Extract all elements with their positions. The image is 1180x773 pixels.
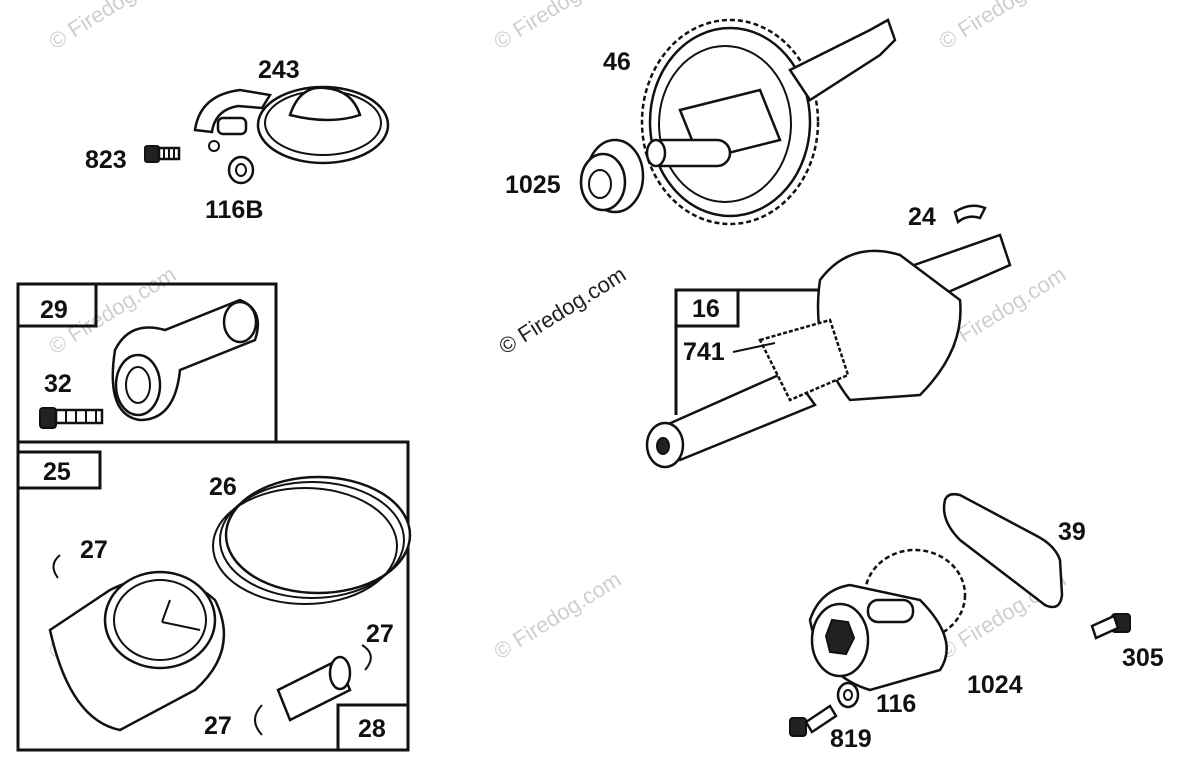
part-819-bolt xyxy=(789,704,838,737)
part-243-breather xyxy=(193,85,390,165)
callout-819: 819 xyxy=(830,725,872,753)
callout-16: 16 xyxy=(692,295,720,323)
callout-243: 243 xyxy=(258,56,300,84)
callout-29: 29 xyxy=(40,296,68,324)
callout-39: 39 xyxy=(1058,518,1086,546)
watermark: © Firedog.com xyxy=(44,0,180,54)
callout-27-right: 27 xyxy=(366,620,394,648)
part-24-key xyxy=(953,204,987,225)
callout-305: 305 xyxy=(1122,644,1164,672)
part-27-retainers xyxy=(52,554,372,736)
part-25-piston xyxy=(48,570,226,732)
callout-27-bottom: 27 xyxy=(204,712,232,740)
callout-1024: 1024 xyxy=(967,671,1023,699)
part-823-screw xyxy=(144,145,181,163)
part-32-bolt xyxy=(39,407,104,429)
callout-28: 28 xyxy=(358,715,386,743)
part-39-gasket xyxy=(942,492,1064,609)
part-25-piston-box xyxy=(16,440,410,752)
callout-741: 741 xyxy=(683,338,725,366)
part-1024-oil-pump xyxy=(808,548,967,692)
part-116b-washer xyxy=(227,155,255,185)
watermark-center: © Firedog.com xyxy=(494,261,630,359)
callout-25: 25 xyxy=(43,458,71,486)
part-29-connecting-rod xyxy=(111,298,260,422)
watermark: © Firedog.com xyxy=(934,0,1070,54)
callout-labels: 243 823 116B 46 1025 24 16 741 29 32 25 … xyxy=(40,48,1164,753)
callout-27-left: 27 xyxy=(80,536,108,564)
callout-1025: 1025 xyxy=(505,171,561,199)
callout-26: 26 xyxy=(209,473,237,501)
part-305-bolt xyxy=(1090,613,1131,640)
callout-823: 823 xyxy=(85,146,127,174)
part-26-piston-rings xyxy=(212,475,412,605)
part-1025-seal xyxy=(579,138,645,214)
part-46-camshaft xyxy=(640,18,897,226)
part-116-washer xyxy=(836,681,860,709)
part-16-crankshaft-box xyxy=(674,288,820,415)
callout-24: 24 xyxy=(908,203,936,231)
callout-46: 46 xyxy=(603,48,631,76)
callout-116b: 116B xyxy=(205,196,263,224)
watermark: © Firedog.com xyxy=(489,566,625,664)
part-28-wrist-pin xyxy=(276,655,352,722)
callout-116: 116 xyxy=(876,690,916,718)
callout-32: 32 xyxy=(44,370,72,398)
part-16-crankshaft xyxy=(645,233,1012,469)
watermark: © Firedog.com xyxy=(489,0,625,54)
